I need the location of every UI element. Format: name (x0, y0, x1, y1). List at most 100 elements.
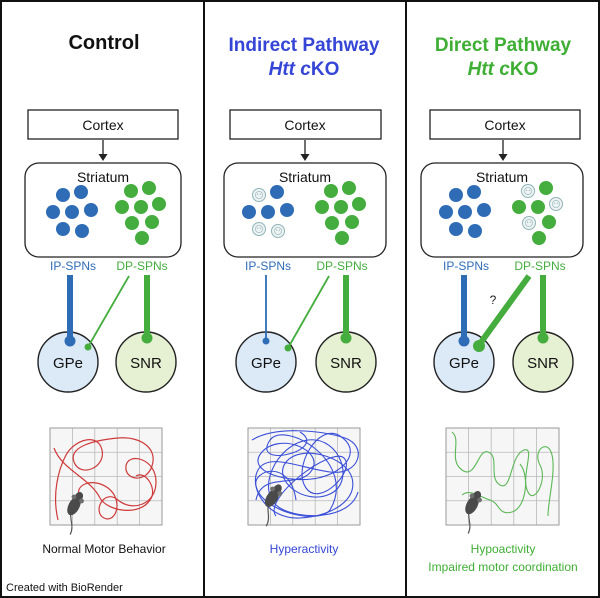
knockout-cell-dot (257, 227, 259, 229)
question-mark: ? (490, 293, 497, 307)
cortex-arrow-head (498, 154, 508, 161)
knockout-cell-nucleus (525, 218, 534, 227)
knockout-cell-body (522, 216, 536, 230)
open-field-arena (248, 428, 360, 525)
knockout-cell-dot (526, 189, 528, 191)
dp-spn-cell (334, 200, 348, 214)
arena-border (445, 427, 560, 526)
panel-subtitle: Htt cKO (468, 59, 539, 80)
dp-spns-label: DP-SPNs (116, 259, 167, 273)
cortex-label: Cortex (82, 117, 123, 133)
dp-spn-cell-knockout (549, 197, 563, 211)
biorender-credit: Created with BioRender (6, 582, 123, 594)
dp-to-snr-terminal (537, 332, 549, 344)
ip-spn-cell (458, 205, 472, 219)
mouse-ear (71, 494, 77, 500)
panel-control: Control Cortex Striatum IP-SPNs DP-SPNs … (24, 32, 182, 556)
cortex-box (27, 109, 179, 140)
cortex-arrow-head (98, 154, 108, 161)
mouse-tail (467, 513, 471, 534)
ip-spns-label: IP-SPNs (245, 259, 291, 273)
ip-spn-cell (261, 205, 275, 219)
panel-title: Indirect Pathway (229, 35, 380, 56)
mouse-icon (264, 484, 283, 527)
dp-spn-cell (345, 215, 359, 229)
knockout-cell-nucleus (273, 226, 282, 235)
locomotion-track (53, 447, 154, 511)
dp-spn-cell (125, 216, 139, 230)
dp-spn-cell (324, 184, 338, 198)
dp-to-gpe-projection (476, 274, 532, 347)
ip-spn-cell (75, 224, 89, 238)
cortex-label: Cortex (284, 117, 325, 133)
dp-spn-cell (531, 200, 545, 214)
gpe-label: GPe (251, 355, 281, 372)
dp-spn-cell (134, 200, 148, 214)
dp-to-snr-terminal (141, 332, 153, 344)
ip-to-gpe-terminal (262, 337, 270, 345)
ip-to-gpe-terminal (64, 335, 76, 347)
arena-border (247, 427, 361, 526)
ip-spn-cell (280, 203, 294, 217)
locomotion-track (255, 431, 337, 517)
striatum-label: Striatum (476, 169, 528, 185)
ip-spn-cell (270, 185, 284, 199)
dp-spn-cell (142, 181, 156, 195)
subtitle-gene: Htt c (468, 59, 511, 80)
locomotion-track (255, 433, 351, 517)
knockout-cell-dot (529, 221, 532, 223)
dp-spn-cell (352, 197, 366, 211)
dp-spn-cell-knockout (521, 184, 535, 198)
knockout-cell-dot (278, 229, 280, 231)
ip-spn-cell (65, 205, 79, 219)
knockout-cell-dot (257, 193, 259, 195)
mouse-ear (277, 491, 283, 496)
ip-spn-cell (84, 203, 98, 217)
open-field-arena (50, 428, 162, 525)
dp-spn-cell (325, 216, 339, 230)
arena-border (49, 427, 163, 526)
outcome-label: Hypoactivity (471, 542, 536, 556)
ip-spn-cell (242, 205, 256, 219)
ip-spn-cell (56, 188, 70, 202)
spn-cell-clusters (242, 181, 366, 245)
ip-spns-label: IP-SPNs (443, 259, 489, 273)
outcome-label: Normal Motor Behavior (42, 542, 165, 556)
panel-subtitle: Htt cKO (269, 59, 340, 80)
locomotion-track (451, 431, 554, 517)
ip-spn-cell (467, 185, 481, 199)
ip-spn-cell (449, 222, 463, 236)
mouse-icon (67, 491, 84, 535)
outcome-label: Impaired motor coordination (428, 560, 577, 574)
knockout-cell-nucleus (254, 224, 263, 233)
dp-spn-cell (539, 181, 553, 195)
snr-label: SNR (130, 355, 162, 372)
dp-to-gpe-terminal (284, 344, 292, 352)
ip-spn-cell (468, 224, 482, 238)
ip-spn-cell (477, 203, 491, 217)
dp-to-gpe-terminal (84, 343, 92, 351)
mouse-ear (469, 493, 475, 499)
outcome-label: Hyperactivity (270, 542, 339, 556)
knockout-cell-body (521, 184, 535, 198)
dp-spn-cell (124, 184, 138, 198)
knockout-cell-nucleus (254, 190, 263, 199)
knockout-cell-body (252, 222, 266, 236)
knockout-cell-body (252, 188, 266, 202)
dp-spn-cell (342, 181, 356, 195)
knockout-cell-body (549, 197, 563, 211)
dp-spn-cell (512, 200, 526, 214)
dp-spn-cell (532, 231, 546, 245)
spn-cell-clusters (46, 181, 166, 245)
knockout-cell-dot (259, 227, 261, 229)
ip-spn-cell-knockout (252, 222, 266, 236)
ip-spn-cell (439, 205, 453, 219)
knockout-cell-nucleus (524, 186, 533, 195)
dp-spn-cell (315, 200, 329, 214)
knockout-cell-dot (276, 229, 278, 231)
dp-to-gpe-projection (87, 275, 130, 348)
dp-spns-label: DP-SPNs (514, 259, 565, 273)
ip-spns-label: IP-SPNs (50, 259, 96, 273)
mouse-tail (265, 506, 270, 527)
